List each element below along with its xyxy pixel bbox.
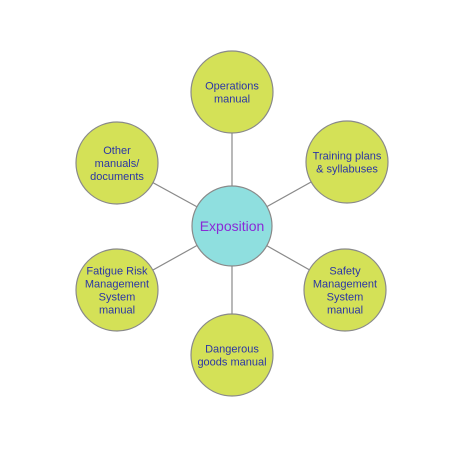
node-label-operations-manual-line-1: Operations (205, 81, 259, 93)
center-circle (191, 185, 273, 267)
node-label-safety-management-line-3: System (327, 292, 364, 304)
center-node: Exposition (191, 185, 273, 267)
node-label-other-manuals-line-2: manuals/ (95, 158, 141, 170)
node-label-fatigue-risk-line-1: Fatigue Risk (86, 266, 148, 278)
node-label-operations-manual-line-2: manual (214, 94, 250, 106)
node-label-fatigue-risk-line-4: manual (99, 305, 135, 317)
node-label-dangerous-goods-line-1: Dangerous (205, 344, 259, 356)
node-label-other-manuals-line-3: documents (90, 171, 144, 183)
node-label-dangerous-goods-line-2: goods manual (197, 357, 266, 369)
node-circle-other-manuals (75, 121, 159, 205)
node-label-training-plans-line-1: Training plans (313, 151, 382, 163)
node-label-training-plans-line-2: & syllabuses (316, 164, 378, 176)
node-circle-operations-manual (190, 50, 274, 134)
center-label: Exposition (200, 218, 265, 234)
node-label-safety-management-line-2: Management (313, 279, 377, 291)
node-label-safety-management-line-4: manual (327, 305, 363, 317)
node-label-safety-management-line-1: Safety (329, 266, 361, 278)
node-label-other-manuals-line-1: Other (103, 145, 131, 157)
node-circle-safety-management (303, 248, 387, 332)
node-circle-fatigue-risk (75, 248, 159, 332)
node-circle-dangerous-goods (190, 313, 274, 397)
node-circle-training-plans (305, 120, 389, 204)
node-label-fatigue-risk-line-2: Management (85, 279, 149, 291)
node-training-plans: Training plans& syllabuses (305, 120, 389, 204)
node-label-fatigue-risk-line-3: System (99, 292, 136, 304)
